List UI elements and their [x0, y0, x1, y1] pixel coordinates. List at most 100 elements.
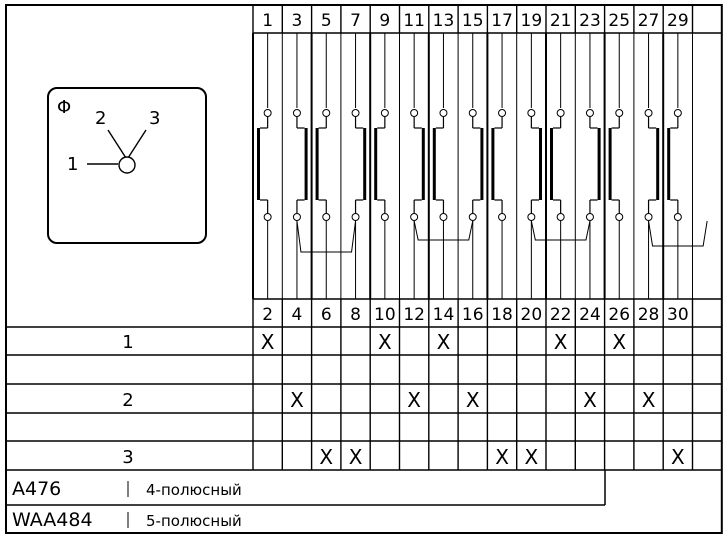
terminal-ring-bottom	[615, 213, 624, 221]
terminal-ring-bottom	[673, 213, 682, 221]
terminal-ring-bottom	[644, 213, 653, 221]
terminal-number-bottom: 16	[462, 305, 484, 325]
terminal-number-bottom: 14	[433, 305, 455, 325]
contact-closed-mark: X	[378, 330, 392, 354]
contact-bar-right	[539, 128, 542, 200]
pole-link	[530, 220, 591, 241]
selector-position-1: 1	[67, 154, 78, 175]
contact-closed-mark: X	[319, 445, 333, 469]
contact-closed-mark: X	[290, 388, 304, 412]
terminal-number-top: 23	[579, 11, 601, 31]
pole-link	[648, 220, 708, 247]
contact-closed-mark: X	[554, 330, 568, 354]
contact-closed-mark: X	[407, 388, 421, 412]
contact-closed-mark: X	[261, 330, 275, 354]
terminal-number-bottom: 12	[403, 305, 425, 325]
terminal-ring-top	[468, 109, 477, 117]
terminal-number-top: 3	[292, 11, 303, 31]
terminal-number-top: 9	[379, 11, 390, 31]
terminal-ring-top	[673, 109, 682, 117]
terminal-ring-top	[263, 109, 272, 117]
contact-bar-right	[363, 128, 367, 200]
selector-frame	[47, 87, 207, 244]
terminal-ring-top	[292, 109, 301, 117]
selector-position-2: 2	[95, 108, 106, 129]
terminal-ring-bottom	[263, 213, 272, 221]
terminal-ring-top	[644, 109, 653, 117]
terminal-ring-top	[498, 109, 507, 117]
terminal-number-top: 19	[521, 11, 543, 31]
contact-bar-right	[304, 128, 308, 200]
terminal-ring-bottom	[468, 213, 477, 221]
terminal-number-top: 1	[262, 11, 273, 31]
position-label: 3	[122, 447, 133, 468]
contact-bar-left	[432, 128, 436, 200]
pole-link	[296, 220, 357, 253]
terminal-ring-bottom	[585, 213, 594, 221]
terminal-ring-top	[585, 109, 594, 117]
terminal-number-bottom: 22	[550, 305, 572, 325]
contact-bar-right	[421, 128, 425, 200]
terminal-ring-bottom	[556, 213, 565, 221]
pole-link	[413, 220, 474, 241]
terminal-number-bottom: 26	[608, 305, 630, 325]
terminal-number-top: 15	[462, 11, 484, 31]
terminal-ring-bottom	[322, 213, 331, 221]
terminal-number-bottom: 4	[292, 305, 303, 325]
variant-code: A476	[12, 478, 61, 500]
contact-bar-left	[315, 128, 319, 200]
contact-bar-left	[491, 128, 495, 200]
contact-closed-mark: X	[671, 445, 685, 469]
contact-closed-mark: X	[583, 388, 597, 412]
contact-closed-mark: X	[437, 330, 451, 354]
contact-bar-left	[374, 128, 378, 200]
terminal-ring-top	[351, 109, 360, 117]
contact-closed-mark: X	[495, 445, 509, 469]
terminal-number-bottom: 30	[667, 305, 689, 325]
contact-schematic	[257, 33, 708, 299]
phase-symbol: Φ	[57, 97, 71, 118]
terminal-ring-bottom	[292, 213, 301, 221]
terminal-number-top: 27	[638, 11, 660, 31]
contact-closed-mark: X	[349, 445, 363, 469]
variant-description: 5-полюсный	[146, 512, 242, 530]
variant-code: WAA484	[12, 509, 93, 531]
contact-bar-left	[257, 128, 260, 200]
terminal-ring-bottom	[351, 213, 360, 221]
terminal-number-bottom: 2	[262, 305, 273, 325]
terminal-ring-top	[615, 109, 624, 117]
terminal-ring-top	[410, 109, 419, 117]
terminal-number-bottom: 20	[521, 305, 543, 325]
contact-bar-left	[608, 128, 612, 200]
contact-closed-mark: X	[524, 445, 538, 469]
contact-bar-left	[550, 128, 553, 200]
terminal-number-top: 5	[321, 11, 332, 31]
position-label: 1	[122, 332, 133, 353]
terminal-ring-bottom	[410, 213, 419, 221]
terminal-number-top: 11	[403, 11, 425, 31]
pivot-circle	[118, 156, 136, 174]
contact-bar-right	[656, 128, 660, 200]
terminal-ring-bottom	[380, 213, 389, 221]
terminal-number-top: 7	[350, 11, 361, 31]
position-label: 2	[122, 390, 133, 411]
contact-bar-right	[480, 128, 484, 200]
terminal-ring-bottom	[527, 213, 536, 221]
terminal-ring-top	[380, 109, 389, 117]
terminal-number-top: 21	[550, 11, 572, 31]
selector-symbol: Φ 2 3 1	[47, 87, 207, 244]
contact-bar-right	[597, 128, 601, 200]
contact-closed-mark: X	[642, 388, 656, 412]
terminal-number-bottom: 28	[638, 305, 660, 325]
terminal-ring-top	[527, 109, 536, 117]
terminal-number-top: 13	[433, 11, 455, 31]
grid-lines	[5, 4, 723, 534]
contact-closed-mark: X	[612, 330, 626, 354]
terminal-ring-bottom	[439, 213, 448, 221]
terminal-ring-bottom	[498, 213, 507, 221]
contact-closed-mark: X	[466, 388, 480, 412]
terminal-number-bottom: 24	[579, 305, 601, 325]
selector-position-3: 3	[149, 108, 160, 129]
